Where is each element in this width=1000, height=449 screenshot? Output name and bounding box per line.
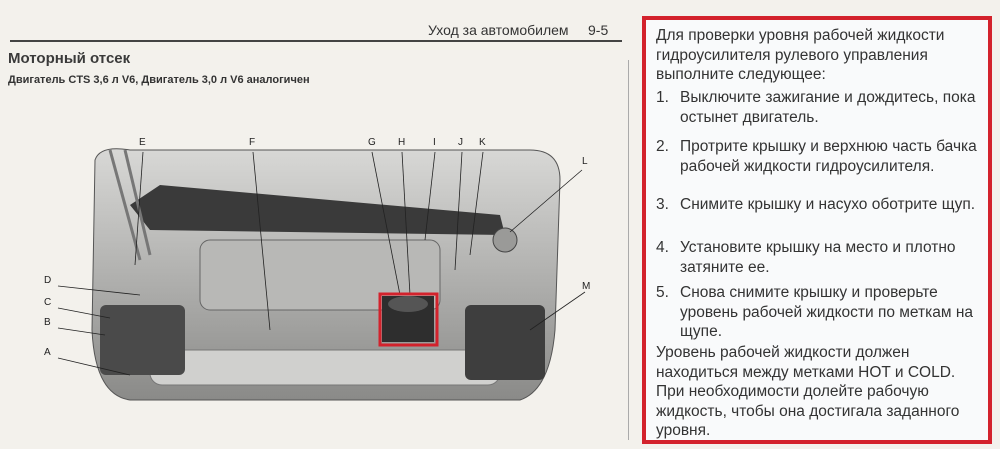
step-item: 5. Снова снимите крышку и проверьте урове… — [656, 283, 981, 342]
step-text: Установите крышку на место и плотно затя… — [680, 239, 956, 276]
reservoir-highlight-box — [378, 292, 439, 347]
callout-m: M — [582, 281, 591, 292]
step-item: 4. Установите крышку на место и плотно за… — [656, 238, 981, 277]
panel-outro: Уровень рабочей жидкости должен находить… — [656, 344, 960, 439]
instruction-panel: Для проверки уровня рабочей жидкости гид… — [642, 16, 992, 444]
step-item: 1. Выключите зажигание и дождитесь, пока … — [656, 88, 981, 127]
step-text: Выключите зажигание и дождитесь, пока ос… — [680, 89, 976, 126]
section-title: Моторный отсек — [8, 50, 131, 67]
header-rule — [10, 40, 622, 42]
callout-i: I — [433, 137, 436, 148]
callout-f: F — [249, 137, 256, 148]
callout-g: G — [368, 137, 376, 148]
page-number: 9-5 — [588, 22, 609, 38]
step-text: Протрите крышку и верхнюю часть бачка ра… — [680, 138, 977, 175]
section-subtitle: Двигатель CTS 3,6 л V6, Двигатель 3,0 л … — [8, 74, 310, 86]
step-item: 3. Снимите крышку и насухо оботрите щуп. — [656, 195, 981, 215]
running-head: Уход за автомобилем — [428, 22, 569, 38]
step-text: Снова снимите крышку и проверьте уровень… — [680, 284, 974, 340]
callout-d: D — [44, 275, 52, 286]
step-item: 2. Протрите крышку и верхнюю часть бачка … — [656, 137, 981, 176]
step-number: 3. — [656, 196, 669, 213]
callout-a: A — [44, 347, 51, 358]
callout-k: K — [479, 137, 486, 148]
engine-compartment-illustration — [57, 148, 586, 401]
callout-c: C — [44, 297, 52, 308]
column-divider — [628, 60, 629, 440]
step-number: 1. — [656, 89, 669, 106]
callout-b: B — [44, 317, 51, 328]
callout-l: L — [582, 156, 588, 167]
callout-h: H — [398, 137, 406, 148]
step-number: 5. — [656, 284, 669, 301]
callout-e: E — [139, 137, 146, 148]
step-text: Снимите крышку и насухо оботрите щуп. — [680, 196, 976, 213]
step-number: 4. — [656, 239, 669, 256]
step-number: 2. — [656, 138, 669, 155]
callout-j: J — [458, 137, 463, 148]
panel-intro: Для проверки уровня рабочей жидкости гид… — [656, 27, 945, 83]
